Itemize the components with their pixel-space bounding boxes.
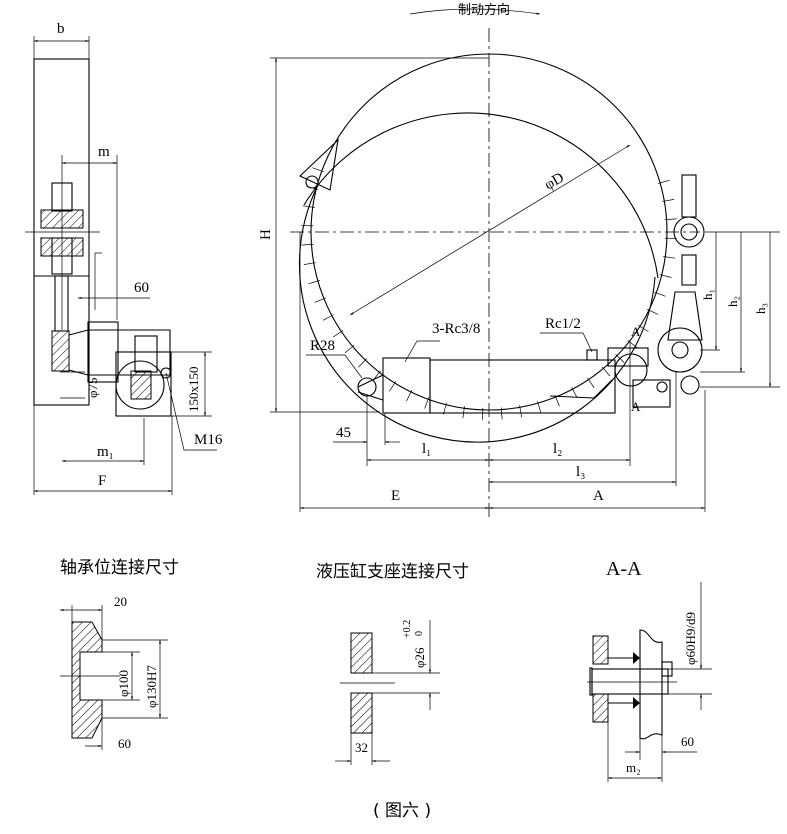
lining-tick [659, 274, 672, 278]
lining-tick [500, 407, 503, 420]
dim-60-section: 60 [681, 734, 694, 749]
tol-upper: +0.2 [402, 620, 413, 638]
detail-bearing: 轴承位连接尺寸 20 φ100 φ130H7 60 [60, 558, 179, 751]
dim-45: 45 [336, 425, 351, 441]
lining-tick [638, 324, 649, 332]
lining-tick [601, 366, 611, 377]
detail-cylinder-title: 液压缸支座连接尺寸 [316, 561, 469, 582]
dim-h2: h₂ [725, 296, 740, 307]
lining-tick [389, 381, 397, 392]
lining-tick [344, 344, 355, 354]
dim-h1: h₁ [700, 289, 715, 300]
section-mark-bottom: A [631, 399, 641, 414]
dim-phi100: φ100 [116, 670, 131, 697]
main-view: 制动方向 φD H [258, 2, 780, 520]
lining-tick [537, 401, 542, 413]
tol-lower: 0 [414, 631, 425, 636]
lining-tick [332, 330, 344, 338]
lining-tick [406, 390, 413, 402]
lining-tick [301, 243, 314, 246]
dim-m16: M16 [194, 432, 223, 448]
dim-150x150: 150x150 [186, 367, 201, 413]
lining-tick [308, 280, 320, 285]
detail-bearing-title: 轴承位连接尺寸 [60, 558, 179, 578]
lining-tick [627, 340, 638, 349]
dim-phi26: φ26 [412, 647, 427, 668]
lining-tick [314, 297, 326, 303]
detail-section-aa: A-A φ60H9/d9 60 m₂ [587, 558, 712, 782]
lining-tick [664, 218, 677, 221]
label-rc12: Rc1/2 [545, 316, 581, 332]
dim-l1: l₁ [422, 441, 431, 457]
lining-tick [658, 179, 670, 184]
dim-H: H [258, 229, 274, 240]
side-view: b m 60 150x150 φ75 M16 [25, 21, 223, 495]
dim-l3: l₃ [576, 464, 585, 480]
dim-32: 32 [355, 740, 368, 755]
lining-tick [303, 262, 316, 265]
dim-phi75: φ75 [85, 377, 100, 398]
lining-tick [358, 358, 367, 368]
dim-F: F [98, 473, 106, 489]
lining-tick [462, 406, 465, 419]
figure-caption: ( 图六 ) [373, 801, 431, 821]
lining-tick [554, 395, 560, 407]
label-r28: R28 [310, 338, 335, 354]
dim-l2: l₂ [553, 441, 562, 457]
detail-cylinder: 液压缸支座连接尺寸 φ26 +0.2 0 32 [316, 561, 469, 765]
dim-phiD: φD [542, 170, 567, 194]
label-3-rc38: 3-Rc3/8 [432, 321, 480, 337]
lining-tick [587, 377, 595, 389]
lining-tick [662, 199, 675, 202]
dim-h3: h₃ [753, 303, 768, 314]
dim-m: m [98, 144, 110, 160]
lining-tick [647, 308, 659, 315]
dim-m1: m₁ [97, 444, 114, 460]
lining-tick [519, 405, 522, 418]
dim-60-bearing: 60 [118, 736, 131, 751]
lining-tick [424, 397, 430, 409]
dim-20: 20 [114, 594, 127, 609]
lining-tick [322, 314, 334, 321]
dim-m2: m₂ [626, 760, 641, 775]
dim-A: A [593, 488, 604, 504]
dim-E: E [391, 488, 400, 504]
lining-tick [663, 256, 676, 259]
section-aa-title: A-A [606, 558, 642, 580]
dim-phi60-fit: φ60H9/d9 [683, 612, 698, 665]
dim-60-side: 60 [134, 280, 149, 296]
lining-tick [312, 167, 324, 173]
section-mark-top: A [631, 324, 641, 339]
dim-phi130h7: φ130H7 [144, 665, 159, 708]
braking-direction-label: 制动方向 [458, 2, 510, 18]
lining-tick [571, 387, 578, 399]
lining-tick [654, 291, 666, 297]
dim-b: b [57, 21, 65, 37]
lining-tick [302, 205, 315, 208]
